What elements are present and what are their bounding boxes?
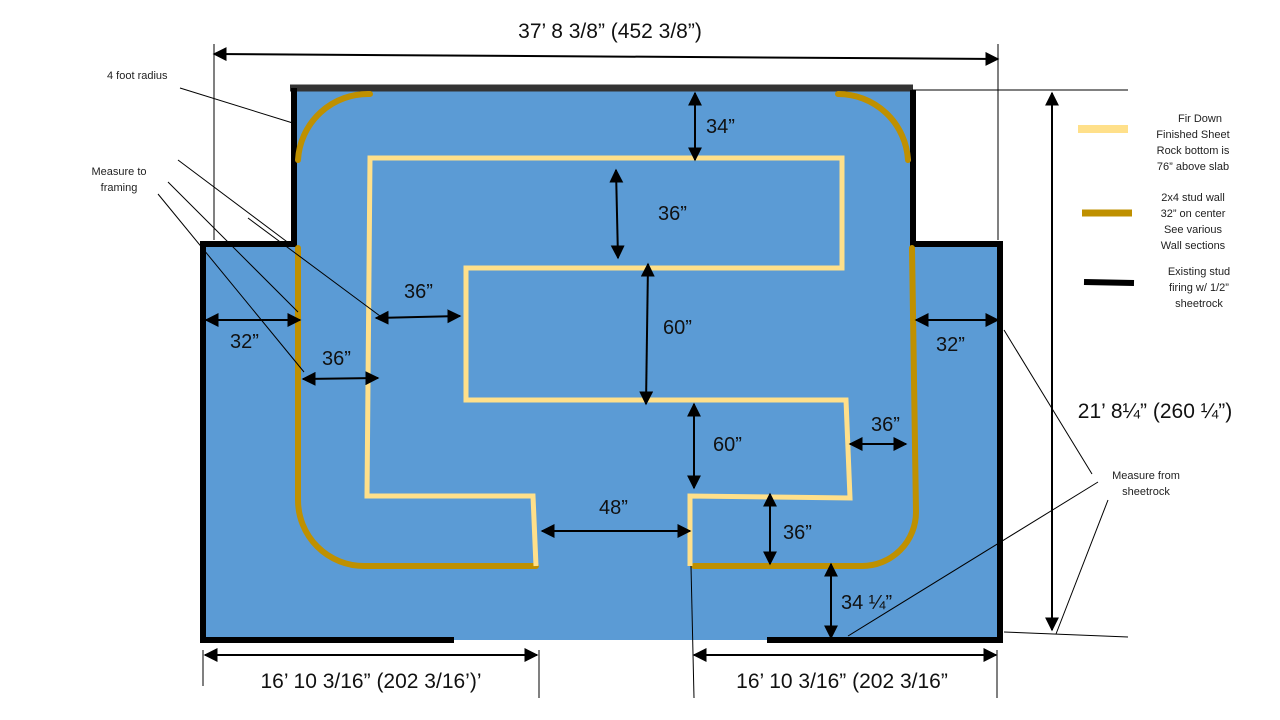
- sheetrock-note-line1: Measure from: [1112, 470, 1180, 482]
- stud-wall: [295, 90, 920, 569]
- framing-note-line1: Measure to: [91, 166, 146, 178]
- left-outer-label: 36”: [322, 348, 351, 370]
- sheetrock-note-line2: sheetrock: [1122, 486, 1170, 498]
- existing-walls: [200, 84, 1003, 643]
- center-60-label: 60”: [663, 317, 692, 339]
- upper-gap-label: 36”: [658, 203, 687, 225]
- legend-stud-line2: 32” on center: [1161, 208, 1226, 220]
- legend-fir-line3: Rock bottom is: [1157, 145, 1230, 157]
- legend-existing-line1: Existing stud: [1168, 266, 1230, 278]
- bottom-left-label: 16’ 10 3/16” (202 3/16’)’: [260, 670, 481, 693]
- legend-fir-line4: 76” above slab: [1157, 161, 1229, 173]
- legend-existing-line2: firing w/ 1/2”: [1169, 282, 1229, 294]
- right-alcove-label: 32”: [936, 334, 965, 356]
- left-inner-label: 36”: [404, 281, 433, 303]
- overall-width-label: 37’ 8 3/8” (452 3/8”): [518, 20, 702, 43]
- framing-note-line2: framing: [101, 182, 138, 194]
- legend-existing-line3: sheetrock: [1175, 298, 1223, 310]
- legend-stud-line3: See various: [1164, 224, 1223, 236]
- overall-height-label: 21’ 8¼” (260 ¼”): [1078, 400, 1232, 423]
- legend: Fir Down Finished Sheet Rock bottom is 7…: [1078, 113, 1230, 310]
- legend-stud-line4: Wall sections: [1161, 240, 1226, 252]
- dimension-lines: [203, 47, 1059, 662]
- legend-stud-line1: 2x4 stud wall: [1161, 192, 1225, 204]
- legend-fir-line1: Fir Down: [1178, 113, 1222, 125]
- floor-area: [203, 88, 1000, 640]
- right-gap-label: 36”: [871, 414, 900, 436]
- bottom-gap-label: 34 ¼”: [841, 592, 892, 614]
- lower-right-label: 36”: [783, 522, 812, 544]
- lower-60-label: 60”: [713, 434, 742, 456]
- legend-fir-line2: Finished Sheet: [1156, 129, 1229, 141]
- existing-wall-line-icon: [1083, 279, 1135, 286]
- leader-lines: [157, 44, 1129, 699]
- bottom-right-label: 16’ 10 3/16” (202 3/16”: [736, 670, 948, 693]
- radius-note: 4 foot radius: [107, 70, 168, 82]
- top-gap-label: 34”: [706, 116, 735, 138]
- opening-label: 48”: [599, 497, 628, 519]
- left-alcove-label: 32”: [230, 331, 259, 353]
